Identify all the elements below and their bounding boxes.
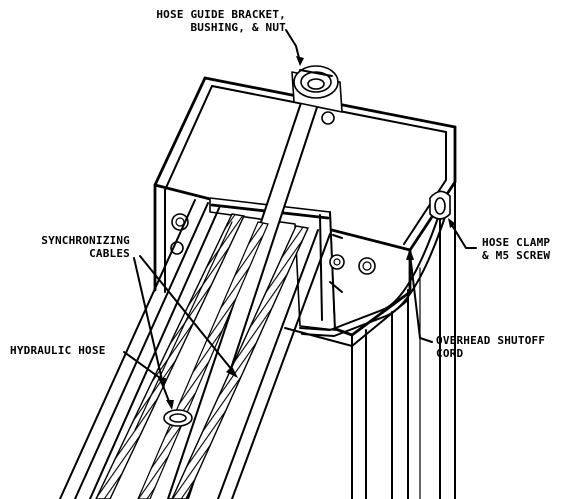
label-line: OVERHEAD SHUTOFF [436, 334, 546, 347]
leader-shutoff-cord [406, 248, 433, 343]
hose-guide-bushing [291, 65, 343, 125]
label-line: HOSE CLAMP [482, 236, 551, 249]
leader-hose-clamp [448, 218, 477, 249]
label-overhead-shutoff-cord: OVERHEAD SHUTOFF CORD [436, 334, 545, 360]
label-line: HYDRAULIC HOSE [10, 344, 106, 357]
hose-clamp [429, 190, 451, 220]
label-line: SYNCHRONIZING [41, 234, 130, 247]
bolt-right [358, 257, 376, 275]
label-line: & M5 SCREW [482, 249, 551, 262]
sync-cable-2 [171, 225, 310, 499]
label-synchronizing-cables: SYNCHRONIZING CABLES [18, 234, 130, 260]
label-line: HOSE GUIDE BRACKET, [156, 8, 286, 21]
shutoff-cord [299, 211, 447, 337]
column-post [351, 181, 456, 499]
label-hose-clamp: HOSE CLAMP & M5 SCREW [482, 236, 550, 262]
label-hose-guide-bracket: HOSE GUIDE BRACKET, BUSHING, & NUT [110, 8, 286, 34]
label-line: BUSHING, & NUT [190, 21, 286, 34]
hose-ring [163, 409, 193, 427]
label-hydraulic-hose: HYDRAULIC HOSE [10, 344, 106, 357]
label-line: CORD [436, 347, 464, 360]
leader-hose-guide [285, 29, 304, 66]
sync-cable-1 [95, 213, 246, 499]
label-line: CABLES [89, 247, 130, 260]
sync-cable-3 [137, 221, 269, 499]
leader-hydraulic-hose [123, 351, 174, 410]
